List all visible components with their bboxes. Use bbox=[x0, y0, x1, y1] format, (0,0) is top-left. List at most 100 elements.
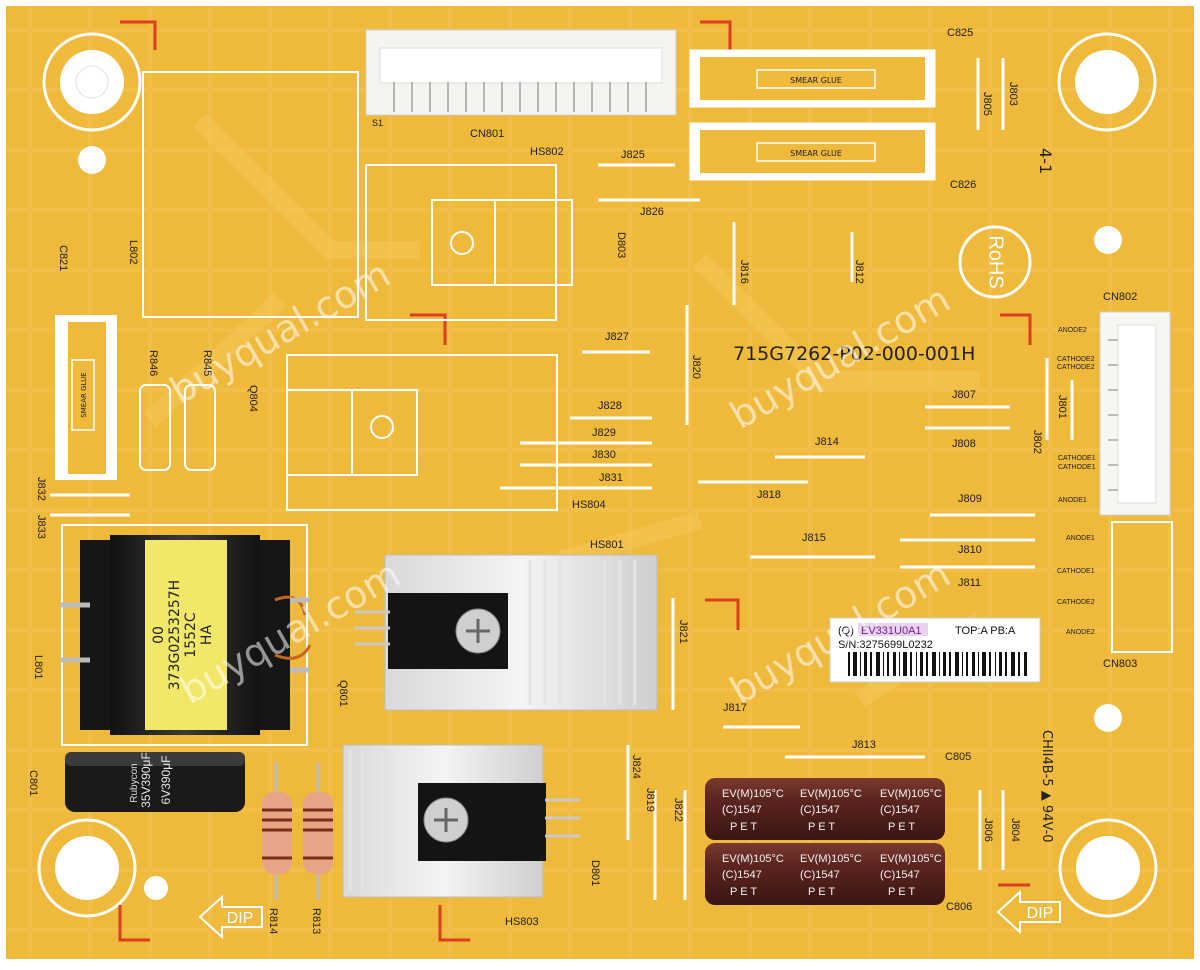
ref-r845: R845 bbox=[201, 350, 213, 376]
pin-cathode1: CATHODE1 bbox=[1057, 568, 1095, 575]
barcode bbox=[848, 652, 1027, 676]
ref-hs804: HS804 bbox=[572, 499, 606, 511]
ref-hs802: HS802 bbox=[530, 146, 564, 158]
diode-d801 bbox=[418, 783, 580, 861]
ref-j831: J831 bbox=[599, 472, 623, 484]
brown-cap-label: EV(M)105°C bbox=[880, 788, 942, 800]
ref-cn802: CN802 bbox=[1103, 291, 1137, 303]
capacitor-c801: Rubycon 35V390μF 6V390μF bbox=[65, 752, 245, 812]
resistor-r814 bbox=[262, 762, 292, 900]
ref-j817: J817 bbox=[723, 702, 747, 714]
ref-s1: S1 bbox=[372, 118, 383, 128]
sticker-prefix: (Q) bbox=[838, 625, 854, 637]
brown-cap-pet: P E T bbox=[730, 821, 757, 833]
cert-marking: CHII4B-5 ▲ 94V-0 bbox=[1039, 730, 1054, 843]
ref-d803: D803 bbox=[615, 232, 627, 258]
transformer-line3: 1552C bbox=[183, 612, 199, 658]
ref-j820: J820 bbox=[690, 355, 702, 379]
resistor-outlines-r845-r846 bbox=[139, 384, 216, 471]
smear-glue-middle: SMEAR GLUE bbox=[689, 122, 936, 181]
ref-j807: J807 bbox=[952, 389, 976, 401]
sticker-serial: S/N:3275699L0232 bbox=[838, 639, 933, 651]
pin-cathode2: CATHODE2 bbox=[1057, 364, 1095, 371]
silkscreen-outlines bbox=[50, 71, 1173, 746]
ref-cn801: CN801 bbox=[470, 128, 504, 140]
ref-j808: J808 bbox=[952, 438, 976, 450]
pin-cathode1: CATHODE1 bbox=[1058, 455, 1096, 462]
part-number: 715G7262-P02-000-001H bbox=[733, 343, 975, 365]
ref-r846: R846 bbox=[147, 350, 159, 376]
sticker-code: EV331U0A1 bbox=[861, 625, 922, 637]
ref-j827: J827 bbox=[605, 331, 629, 343]
heatsink-hs802-outline bbox=[431, 199, 573, 286]
ref-j801: J801 bbox=[1056, 395, 1068, 419]
transformer-line2: 373G0253257H bbox=[167, 580, 183, 690]
ref-j816: J816 bbox=[738, 260, 750, 284]
ref-j819: J819 bbox=[644, 788, 656, 812]
brown-cap-pet: P E T bbox=[888, 886, 915, 898]
sticker-top: TOP:A PB:A bbox=[955, 625, 1016, 637]
ref-j828: J828 bbox=[598, 400, 622, 412]
ref-j809: J809 bbox=[958, 493, 982, 505]
brown-cap-code: (C)1547 bbox=[800, 804, 840, 816]
ref-q801: Q801 bbox=[337, 680, 349, 707]
mount-hole-top-right bbox=[1057, 32, 1157, 132]
brown-cap-pet: P E T bbox=[888, 821, 915, 833]
ref-j832: J832 bbox=[35, 477, 47, 501]
dip-arrow-right: DIP bbox=[996, 889, 1061, 935]
brown-cap-label: EV(M)105°C bbox=[880, 853, 942, 865]
cap-rubycon: Rubycon bbox=[129, 763, 140, 802]
ref-j815: J815 bbox=[802, 532, 826, 544]
ref-c826: C826 bbox=[950, 179, 976, 191]
smear-glue-label: SMEAR GLUE bbox=[790, 149, 842, 158]
brown-cap-code: (C)1547 bbox=[880, 804, 920, 816]
transformer-l801: 00 373G0253257H 1552C HA bbox=[60, 535, 312, 735]
brown-cap-code: (C)1547 bbox=[800, 869, 840, 881]
ref-c806: C806 bbox=[946, 901, 972, 913]
ref-c825: C825 bbox=[947, 27, 973, 39]
ref-j805: J805 bbox=[981, 92, 993, 116]
ref-j810: J810 bbox=[958, 544, 982, 556]
dip-arrow-left: DIP bbox=[198, 894, 263, 940]
serial-sticker: (Q) EV331U0A1 TOP:A PB:A S/N:3275699L023… bbox=[829, 617, 1041, 683]
brown-cap-label: EV(M)105°C bbox=[800, 853, 862, 865]
mount-hole-bottom-left bbox=[37, 818, 137, 918]
red-corner-marks bbox=[118, 20, 1032, 942]
brown-cap-pet: P E T bbox=[808, 821, 835, 833]
capacitor-c806: EV(M)105°C EV(M)105°C EV(M)105°C (C)1547… bbox=[705, 843, 945, 905]
brown-cap-code: (C)1547 bbox=[722, 869, 762, 881]
dip-label: DIP bbox=[227, 910, 254, 927]
mount-hole-top-left bbox=[42, 32, 142, 132]
mosfet-q801 bbox=[355, 593, 508, 669]
brown-cap-pet: P E T bbox=[730, 886, 757, 898]
ref-c801: C801 bbox=[27, 770, 39, 796]
ref-hs801: HS801 bbox=[590, 539, 624, 551]
cap-left-c: 6V390μF bbox=[159, 756, 173, 805]
brown-cap-label: EV(M)105°C bbox=[722, 853, 784, 865]
ref-j821: J821 bbox=[677, 620, 689, 644]
resistor-r813 bbox=[303, 762, 333, 900]
pin-cathode2: CATHODE2 bbox=[1057, 599, 1095, 606]
ref-l801: L801 bbox=[32, 655, 44, 679]
smear-glue-top: SMEAR GLUE bbox=[689, 49, 936, 108]
ref-j811: J811 bbox=[958, 577, 981, 589]
smear-glue-label: SMEAR GLUE bbox=[80, 372, 88, 417]
ref-j812: J812 bbox=[853, 260, 865, 284]
ref-cn803: CN803 bbox=[1103, 658, 1137, 670]
ref-r814: R814 bbox=[267, 908, 279, 934]
ref-j813: J813 bbox=[852, 739, 876, 751]
smear-glue-left: SMEAR GLUE bbox=[55, 315, 117, 480]
smear-glue-label: SMEAR GLUE bbox=[790, 76, 842, 85]
ref-j806: J806 bbox=[982, 818, 994, 842]
ref-c821: C821 bbox=[57, 245, 69, 271]
ref-hs803: HS803 bbox=[505, 916, 539, 928]
ref-r813: R813 bbox=[310, 908, 322, 934]
ref-d801: D801 bbox=[589, 860, 601, 886]
heatsink-hs804-outline bbox=[286, 389, 418, 476]
ref-j818: J818 bbox=[757, 489, 781, 501]
transformer-line1: 00 bbox=[151, 626, 167, 644]
brown-cap-label: EV(M)105°C bbox=[722, 788, 784, 800]
ref-j814: J814 bbox=[815, 436, 839, 448]
pin-anode2: ANODE2 bbox=[1066, 629, 1095, 636]
